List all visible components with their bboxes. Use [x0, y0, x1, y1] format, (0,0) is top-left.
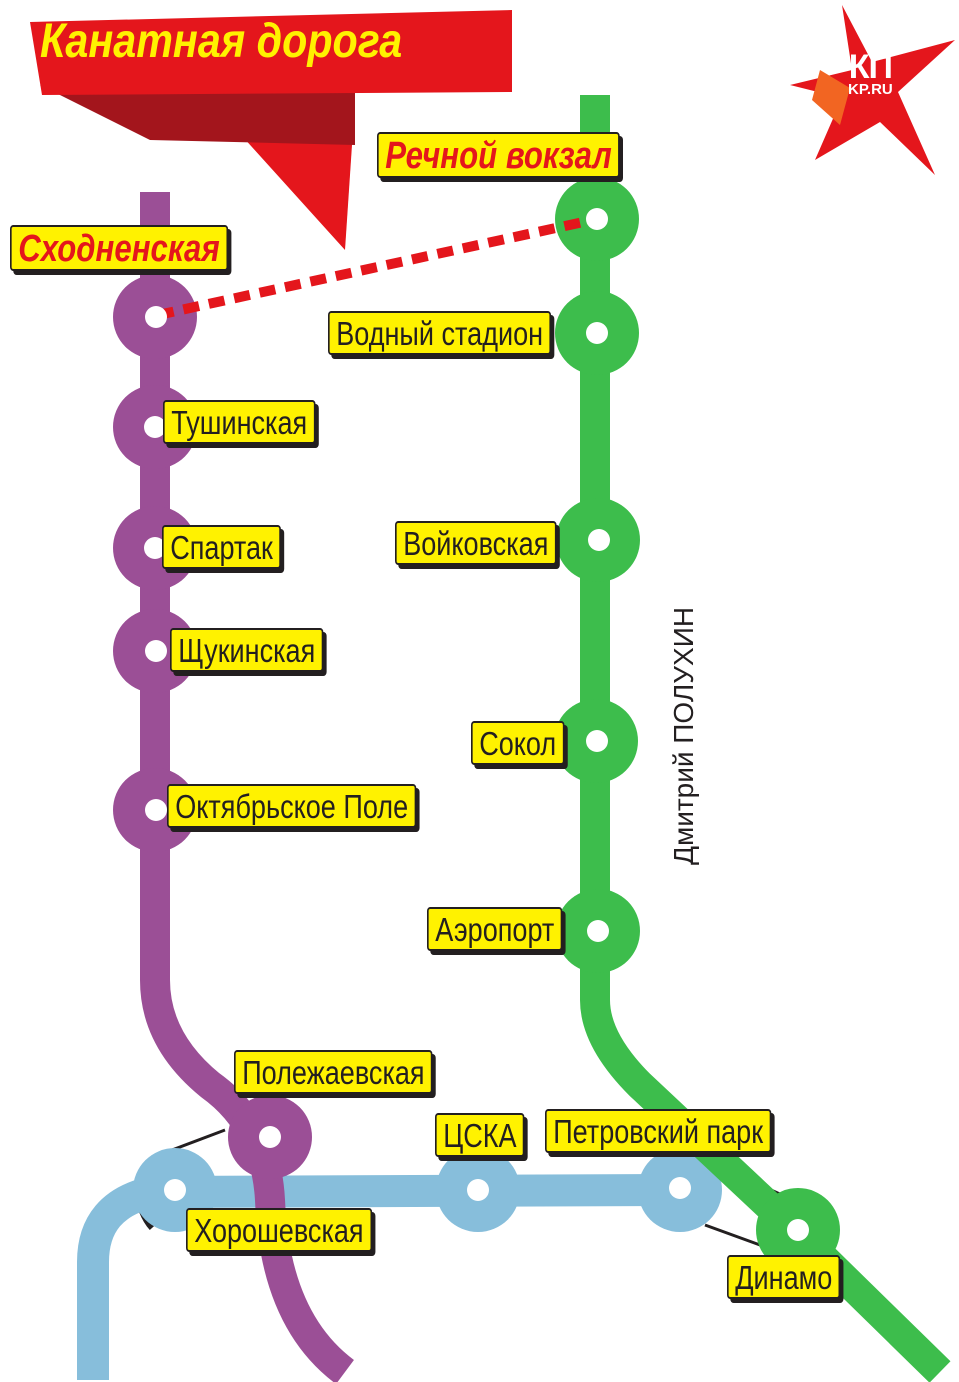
transfer-polezhaevskaya-khoroshevskaya-a — [171, 1128, 226, 1152]
label-skhodnenskaya: Сходненская — [10, 225, 228, 271]
label-voykovskaya: Войковская — [395, 521, 557, 565]
kp-logo — [790, 5, 955, 175]
green-track — [580, 95, 951, 1382]
label-vodny-stadion: Водный стадион — [328, 311, 552, 355]
station-dot-skhodnenskaya — [145, 306, 167, 328]
label-oktyabrskoe-pole: Октябрьское Поле — [167, 784, 417, 828]
station-dot-vodny-stadion — [586, 322, 608, 344]
station-dot-polezhaevskaya — [259, 1126, 281, 1148]
label-petrovsky-park: Петровский парк — [545, 1109, 772, 1153]
label-khoroshevskaya: Хорошевская — [186, 1208, 372, 1252]
station-dot-sokol — [586, 730, 608, 752]
label-cska: ЦСКА — [435, 1113, 525, 1157]
label-sokol: Сокол — [471, 721, 565, 765]
banner-ribbon — [30, 10, 512, 95]
banner-fold — [40, 82, 355, 145]
label-tushinskaya: Тушинская — [163, 400, 316, 444]
map-title: Канатная дорога — [40, 15, 403, 68]
station-dot-shchukinskaya — [145, 640, 167, 662]
label-rechnoy-vokzal: Речной вокзал — [377, 132, 620, 178]
label-dinamo: Динамо — [727, 1255, 841, 1299]
station-dots — [144, 208, 809, 1241]
station-dot-spartak — [144, 537, 166, 559]
station-dot-voykovskaya — [588, 529, 610, 551]
label-aeroport: Аэропорт — [427, 907, 563, 951]
station-dot-aeroport — [587, 920, 609, 942]
station-dot-cska — [467, 1179, 489, 1201]
station-dot-tushinskaya — [144, 416, 166, 438]
kp-logo-text: КП KP.RU — [848, 50, 893, 97]
light-blue-line — [77, 1148, 722, 1380]
station-dot-rechnoy-vokzal — [586, 208, 608, 230]
transfer-petrovsky-dinamo-b — [704, 1223, 761, 1247]
cable-car-route — [156, 214, 599, 320]
station-dot-khoroshevskaya — [164, 1179, 186, 1201]
label-shchukinskaya: Щукинская — [170, 628, 324, 672]
kp-star-icon — [790, 5, 955, 175]
label-spartak: Спартак — [162, 525, 282, 569]
author-credit: Дмитрий ПОЛУХИН — [668, 606, 699, 865]
kp-logo-site: KP.RU — [848, 81, 893, 98]
kp-logo-main: КП — [848, 48, 893, 86]
title-banner — [30, 10, 512, 250]
label-polezhaevskaya: Полежаевская — [234, 1050, 433, 1094]
station-dot-dinamo — [787, 1219, 809, 1241]
station-dot-oktyabrskoe-pole — [145, 799, 167, 821]
kp-star-accent — [812, 70, 850, 125]
station-dot-petrovsky-park — [669, 1177, 691, 1199]
